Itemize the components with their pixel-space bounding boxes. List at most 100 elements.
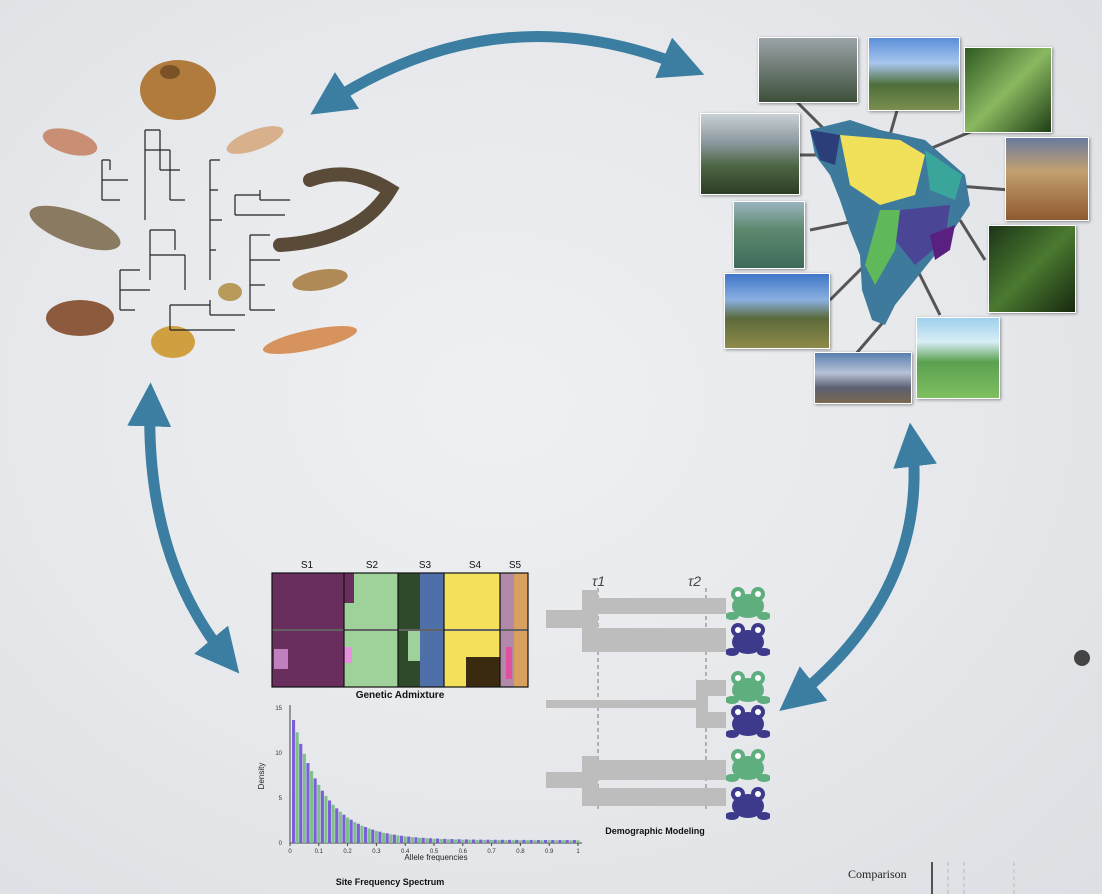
sfs-bar <box>306 763 310 843</box>
sfs-bar <box>522 839 526 843</box>
lizard-image-4 <box>263 326 357 354</box>
frog-image-1 <box>46 300 114 336</box>
sfs-bar <box>551 839 555 843</box>
sfs-bar <box>544 839 548 843</box>
sfs-bar <box>324 795 328 843</box>
lizard-image-3 <box>292 269 348 291</box>
sfs-bar <box>500 839 504 843</box>
admixture-group-label: S1 <box>301 560 314 571</box>
sfs-bar <box>490 840 494 843</box>
habitat-panel <box>700 35 1095 405</box>
admixture-group-label: S5 <box>509 560 522 571</box>
skink-image <box>273 167 400 252</box>
sfs-bar <box>302 753 306 843</box>
frog-icon-green <box>726 749 770 782</box>
sfs-xlabel: Allele frequencies <box>404 853 467 862</box>
sfs-bar <box>292 720 296 843</box>
sfs-bar <box>558 839 562 843</box>
sfs-bar <box>457 839 461 843</box>
sfs-bar <box>320 790 324 843</box>
arrow-left <box>127 382 240 674</box>
frog-image-3 <box>218 283 242 301</box>
sfs-bar <box>504 840 508 843</box>
lizard-image-2 <box>29 205 121 251</box>
sfs-bar <box>360 825 364 843</box>
frog-icon-green <box>726 671 770 704</box>
admixture-group-label: S3 <box>419 560 432 571</box>
sfs-ytick-label: 15 <box>275 706 282 712</box>
sfs-bar <box>389 834 393 843</box>
sfs-xtick-label: 0.7 <box>487 849 496 855</box>
frog-icon-blue <box>726 705 770 738</box>
admixture-group-label: S4 <box>469 560 482 571</box>
tau-2-label: τ2 <box>688 573 701 589</box>
sfs-bar <box>526 840 530 843</box>
phylogeny-cluster <box>29 60 400 358</box>
sfs-bar <box>511 840 515 843</box>
sfs-bar <box>403 836 407 843</box>
sfs-ytick-label: 5 <box>279 796 283 802</box>
sfs-bar <box>486 839 490 843</box>
sfs-bar <box>335 808 339 843</box>
comparison-lines <box>931 862 1015 894</box>
sfs-bar <box>569 840 573 843</box>
sfs-ylabel: Density <box>257 763 266 790</box>
habitat-photo-6 <box>733 201 805 269</box>
comparison-label: Comparison <box>848 867 907 881</box>
sfs-bar <box>464 839 468 843</box>
habitat-photo-4 <box>700 113 800 195</box>
sfs-bar <box>446 839 450 843</box>
sfs-bar <box>529 839 533 843</box>
habitat-photo-10 <box>814 352 912 404</box>
sfs-bar <box>425 838 429 843</box>
habitat-photo-9 <box>916 317 1000 399</box>
sfs-bar <box>533 840 537 843</box>
arrow-right <box>779 422 937 712</box>
sfs-bar <box>482 839 486 843</box>
sfs-bar <box>439 839 443 843</box>
sfs-bar <box>414 837 418 843</box>
habitat-photo-7 <box>988 225 1076 313</box>
sfs-bar <box>378 831 382 843</box>
sfs-bar <box>353 822 357 843</box>
sfs-bar <box>400 835 404 843</box>
sfs-bar <box>299 743 303 843</box>
admixture-group-label: S2 <box>366 560 379 571</box>
sfs-bar <box>540 840 544 843</box>
sfs-bar <box>475 839 479 843</box>
admixture-group-labels: S1 S2 S3 S4 S5 <box>301 560 522 571</box>
sfs-bar <box>547 840 551 843</box>
habitat-photo-8 <box>724 273 830 349</box>
sfs-bar <box>392 834 396 843</box>
sfs-bar <box>497 840 501 843</box>
sfs-bar <box>515 839 519 843</box>
sfs-bar <box>468 839 472 843</box>
demographic-model-1 <box>546 590 726 652</box>
sfs-bar <box>313 778 317 843</box>
sfs-bar <box>572 839 576 843</box>
toad-image <box>140 60 216 120</box>
sfs-bar <box>479 839 483 843</box>
admixture-plot: S1 S2 S3 S4 S5 <box>271 560 529 688</box>
sfs-bar <box>565 839 569 843</box>
sfs-bar <box>454 839 458 843</box>
sfs-bar <box>385 833 389 843</box>
sfs-xtick-label: 0 <box>288 849 292 855</box>
sfs-bar <box>432 838 436 843</box>
frog-icon-green <box>726 587 770 620</box>
sfs-xtick-label: 0.3 <box>372 849 381 855</box>
sfs-bar <box>364 826 368 843</box>
gecko-image <box>42 128 98 156</box>
demographic-model-2 <box>546 680 726 728</box>
sfs-xtick-label: 0.1 <box>315 849 324 855</box>
sfs-bar <box>450 839 454 843</box>
sfs-bar <box>407 836 411 843</box>
sfs-bar <box>349 819 353 843</box>
arrow-top <box>310 30 705 115</box>
sfs-title: Site Frequency Spectrum <box>335 877 445 887</box>
sfs-bar <box>536 839 540 843</box>
sfs-bar <box>295 732 299 843</box>
demographic-title: Demographic Modeling <box>605 826 705 836</box>
